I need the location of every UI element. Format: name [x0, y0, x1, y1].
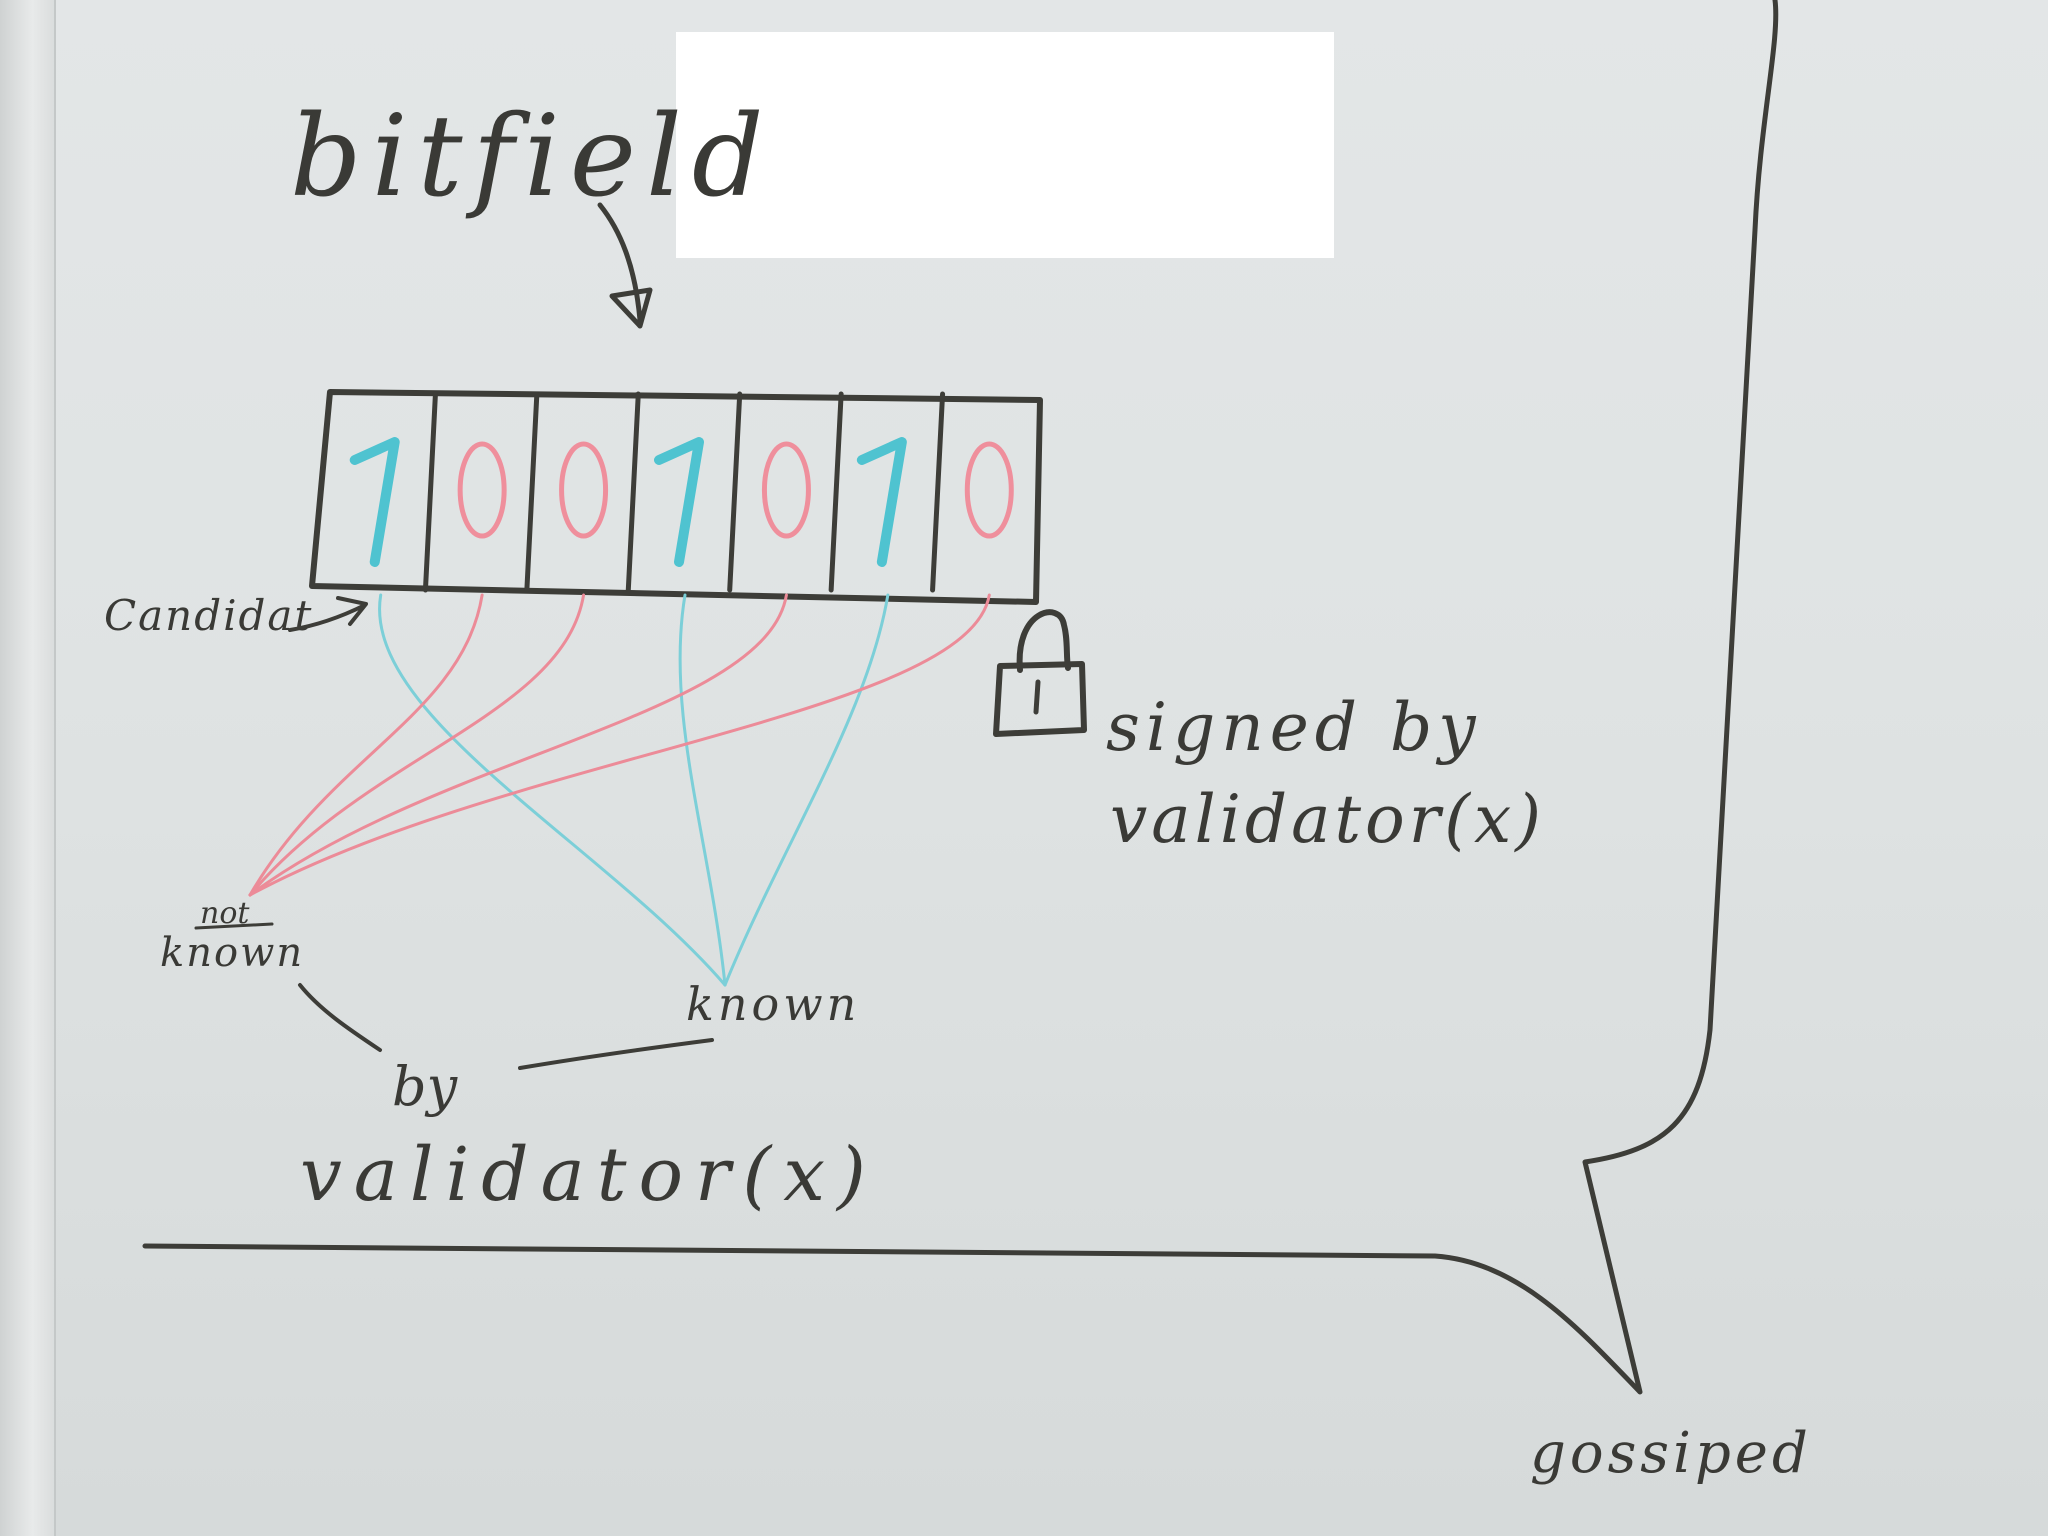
signed-by-label: signed by [1106, 689, 1482, 766]
wire-not-known [248, 593, 788, 897]
cell-divider [828, 391, 844, 593]
bitfield-register [309, 389, 1043, 605]
gossiped-label: gossiped [1530, 1421, 1812, 1486]
bit-one [856, 437, 907, 567]
bit-zero [761, 441, 811, 539]
candidate-label: Candidat [104, 591, 313, 640]
bit-one [349, 437, 400, 567]
wire-known [678, 593, 727, 987]
cell-divider [625, 391, 641, 593]
candidate-arrow-icon [288, 596, 368, 632]
bit-one [654, 437, 704, 567]
not-known-underline [194, 922, 274, 930]
known-connector [518, 1038, 714, 1070]
wire-known [378, 593, 727, 987]
whiteboard-frame [0, 0, 56, 1536]
redaction-box [676, 32, 1334, 258]
by-label: by [392, 1055, 459, 1118]
wire-not-known [248, 593, 484, 897]
cell-divider [930, 391, 946, 593]
wire-not-known [248, 593, 991, 897]
speech-bubble [142, 0, 1779, 1395]
wire-not-known [248, 593, 586, 897]
bit-zero [964, 441, 1014, 539]
cell-divider [727, 391, 743, 593]
known-label: known [686, 977, 860, 1031]
cell-divider [422, 391, 438, 593]
bit-wires [248, 593, 991, 987]
signed-validator-label: validator(x) [1110, 781, 1545, 858]
bitfield-title: bitfield [290, 92, 774, 222]
bit-zero [457, 441, 507, 539]
bitfield-cells [422, 391, 946, 593]
title-arrow-icon [597, 202, 653, 329]
bit-zero [559, 441, 609, 539]
by-validator-label: validator(x) [300, 1132, 878, 1218]
not-known-connector [298, 983, 382, 1052]
bitfield-bits [349, 437, 1014, 567]
wire-known [723, 593, 890, 987]
not-known-label: known [160, 930, 304, 976]
padlock-icon [993, 609, 1087, 737]
cell-divider [524, 391, 540, 593]
